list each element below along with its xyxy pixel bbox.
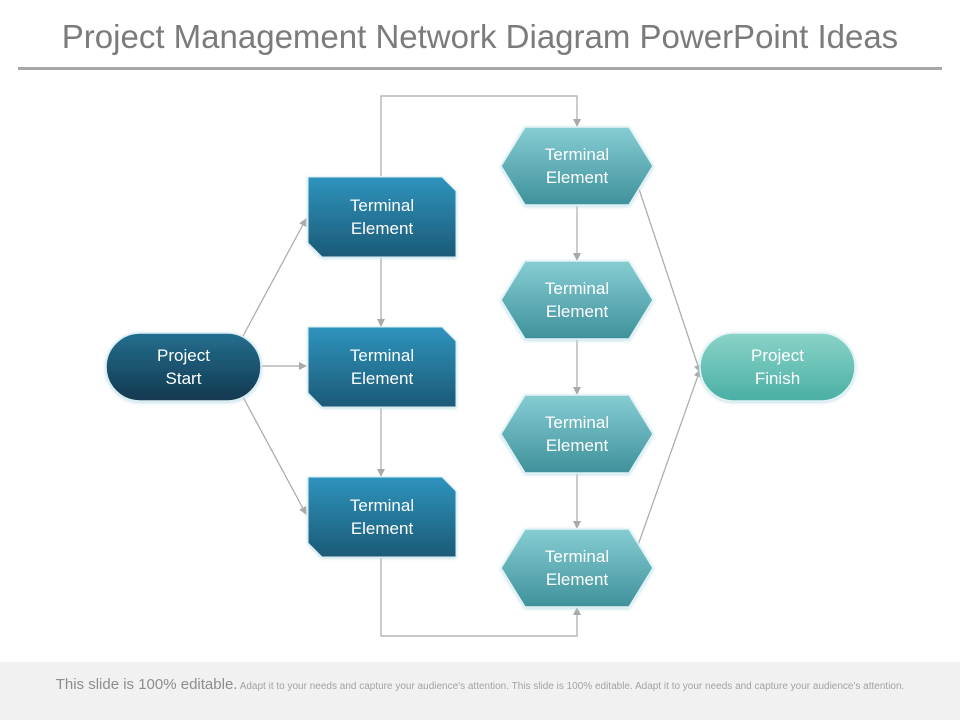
edge-start-rect1 — [242, 218, 307, 337]
node-hex3-label: Terminal Element — [544, 413, 610, 455]
title-divider — [18, 67, 942, 70]
edge-hex1-finish — [636, 182, 702, 373]
edge-rect3-hex4 — [380, 558, 581, 637]
node-finish-shape — [699, 332, 856, 402]
node-rect1-shape — [307, 176, 457, 258]
node-hex2-shape — [500, 260, 654, 340]
node-hex2-label: Terminal Element — [544, 279, 610, 321]
node-rect2-shape — [307, 326, 457, 408]
footer-bar: This slide is 100% editable. Adapt it to… — [0, 662, 960, 720]
node-hex3-shape — [500, 394, 654, 474]
node-hex1-label: Terminal Element — [544, 145, 610, 187]
node-rect1-label: Terminal Element — [349, 196, 415, 238]
node-hex4-label: Terminal Element — [544, 547, 610, 589]
node-rect2-label: Terminal Element — [349, 346, 415, 388]
node-start-shape — [105, 332, 262, 402]
node-finish-label: Project Finish — [751, 346, 804, 388]
edge-rect1-hex1 — [380, 95, 581, 176]
footer-text: This slide is 100% editable. Adapt it to… — [30, 676, 930, 694]
footer-body: Adapt it to your needs and capture your … — [239, 681, 905, 692]
node-rect3-shape — [307, 476, 457, 558]
node-hex4-shape — [500, 528, 654, 608]
edge-start-rect3 — [242, 396, 307, 515]
node-hex1-shape — [500, 126, 654, 206]
edge-hex4-finish — [636, 369, 702, 549]
node-start-label: Project Start — [157, 346, 210, 388]
node-rect3-label: Terminal Element — [349, 496, 415, 538]
slide-title: Project Management Network Diagram Power… — [61, 18, 899, 55]
footer-lead: This slide is 100% editable. — [55, 676, 238, 693]
